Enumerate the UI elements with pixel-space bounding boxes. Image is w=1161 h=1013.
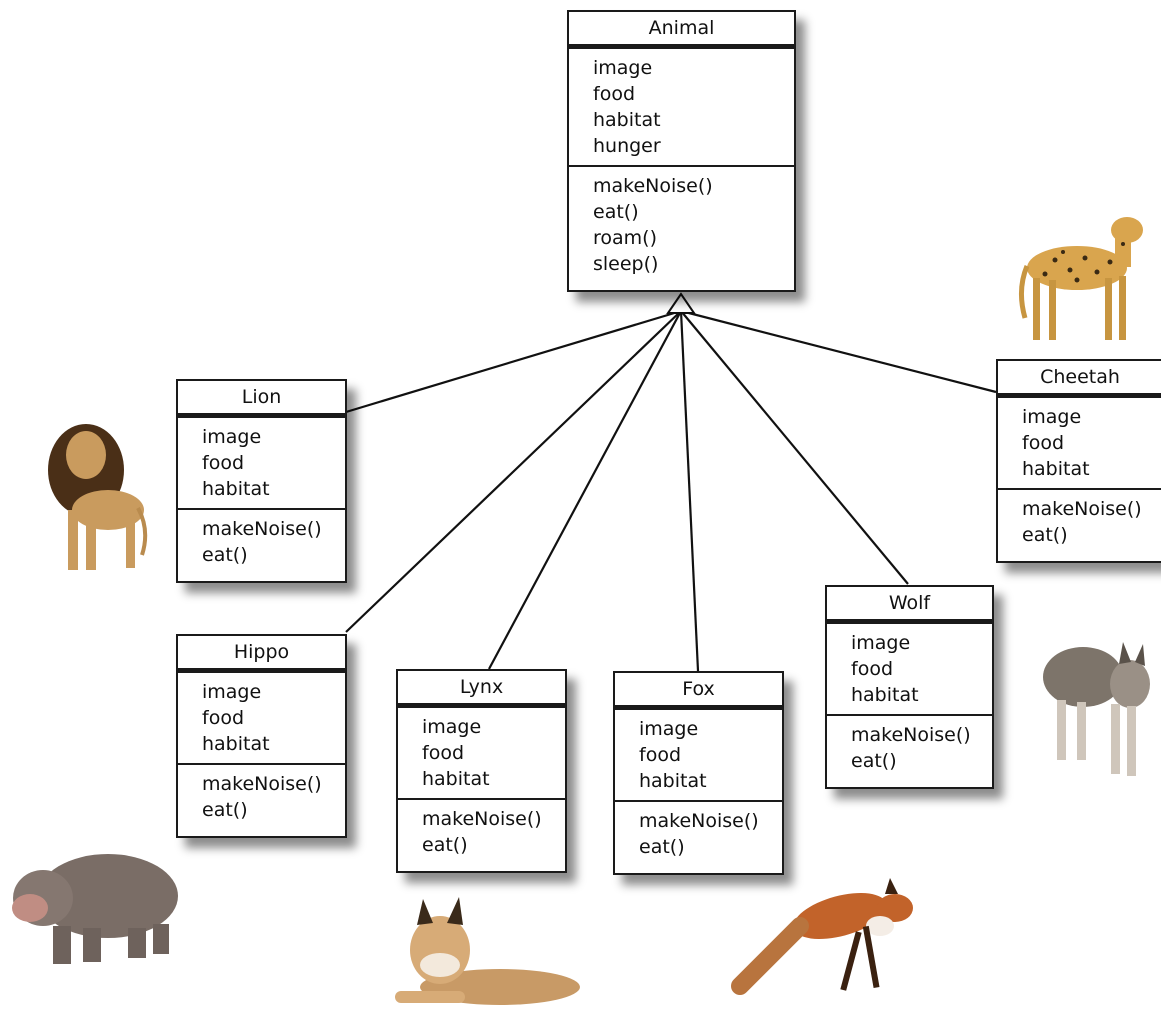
attribute-list: image food habitat [178, 418, 345, 508]
method-list: makeNoise() eat() [615, 800, 782, 866]
lynx-inheritance-line [488, 310, 682, 670]
attribute: image [202, 681, 262, 703]
attribute-list: image food habitat [178, 673, 345, 763]
fox-class: Fox image food habitat makeNoise() eat() [613, 671, 784, 875]
method: eat() [593, 201, 639, 223]
method-list: makeNoise() eat() roam() sleep() [569, 165, 794, 283]
class-name: Hippo [178, 636, 345, 673]
lion-inheritance-line [345, 309, 682, 414]
hippo-class: Hippo image food habitat makeNoise() eat… [176, 634, 347, 838]
wolf-picture [1043, 642, 1150, 776]
method-list: makeNoise() eat() [178, 763, 345, 829]
class-name: Lynx [398, 671, 565, 708]
method: eat() [422, 834, 468, 856]
method: makeNoise() [593, 175, 713, 197]
attribute: food [202, 452, 244, 474]
class-name: Cheetah [998, 361, 1161, 398]
class-name: Wolf [827, 587, 992, 624]
method-list: makeNoise() eat() [178, 508, 345, 574]
method-list: makeNoise() eat() [998, 488, 1161, 554]
attribute: image [202, 426, 262, 448]
method: eat() [639, 836, 685, 858]
method: makeNoise() [639, 810, 759, 832]
lion-class: Lion image food habitat makeNoise() eat(… [176, 379, 347, 583]
attribute: image [1022, 406, 1082, 428]
attribute: food [422, 742, 464, 764]
wolf-class: Wolf image food habitat makeNoise() eat(… [825, 585, 994, 789]
hippo-inheritance-line [345, 310, 682, 633]
lion-picture [48, 424, 148, 570]
method-list: makeNoise() eat() [827, 714, 992, 780]
cheetah-inheritance-line [680, 309, 997, 394]
cheetah-class: Cheetah image food habitat makeNoise() e… [996, 359, 1161, 563]
hippo-picture [12, 854, 178, 964]
attribute: habitat [202, 478, 270, 500]
method: roam() [593, 227, 657, 249]
attribute: habitat [639, 770, 707, 792]
attribute: habitat [851, 684, 919, 706]
attribute: habitat [422, 768, 490, 790]
attribute-list: image food habitat [615, 710, 782, 800]
attribute: habitat [202, 733, 270, 755]
attribute: image [639, 718, 699, 740]
method: eat() [202, 799, 248, 821]
cheetah-picture [1019, 217, 1143, 340]
method: makeNoise() [202, 773, 322, 795]
attribute: food [593, 83, 635, 105]
method: makeNoise() [202, 518, 322, 540]
attribute-list: image food habitat hunger [569, 49, 794, 165]
attribute-list: image food habitat [827, 624, 992, 714]
lynx-picture [395, 897, 580, 1005]
fox-inheritance-line [679, 310, 700, 672]
animal-class: Animal image food habitat hunger makeNoi… [567, 10, 796, 292]
attribute: habitat [593, 109, 661, 131]
attribute: image [593, 57, 653, 79]
attribute: hunger [593, 135, 661, 157]
inheritance-arrowhead [666, 292, 696, 314]
attribute: image [851, 632, 911, 654]
method: eat() [851, 750, 897, 772]
method: eat() [1022, 524, 1068, 546]
method: makeNoise() [851, 724, 971, 746]
method: makeNoise() [422, 808, 542, 830]
class-name: Lion [178, 381, 345, 418]
class-name: Animal [569, 12, 794, 49]
wolf-inheritance-line [680, 310, 909, 585]
fox-picture [731, 878, 913, 995]
lynx-class: Lynx image food habitat makeNoise() eat(… [396, 669, 567, 873]
attribute: food [639, 744, 681, 766]
attribute: food [851, 658, 893, 680]
attribute-list: image food habitat [998, 398, 1161, 488]
method: sleep() [593, 253, 659, 275]
class-name: Fox [615, 673, 782, 710]
attribute: food [1022, 432, 1064, 454]
method: eat() [202, 544, 248, 566]
attribute: image [422, 716, 482, 738]
method-list: makeNoise() eat() [398, 798, 565, 864]
attribute-list: image food habitat [398, 708, 565, 798]
method: makeNoise() [1022, 498, 1142, 520]
attribute: habitat [1022, 458, 1090, 480]
attribute: food [202, 707, 244, 729]
